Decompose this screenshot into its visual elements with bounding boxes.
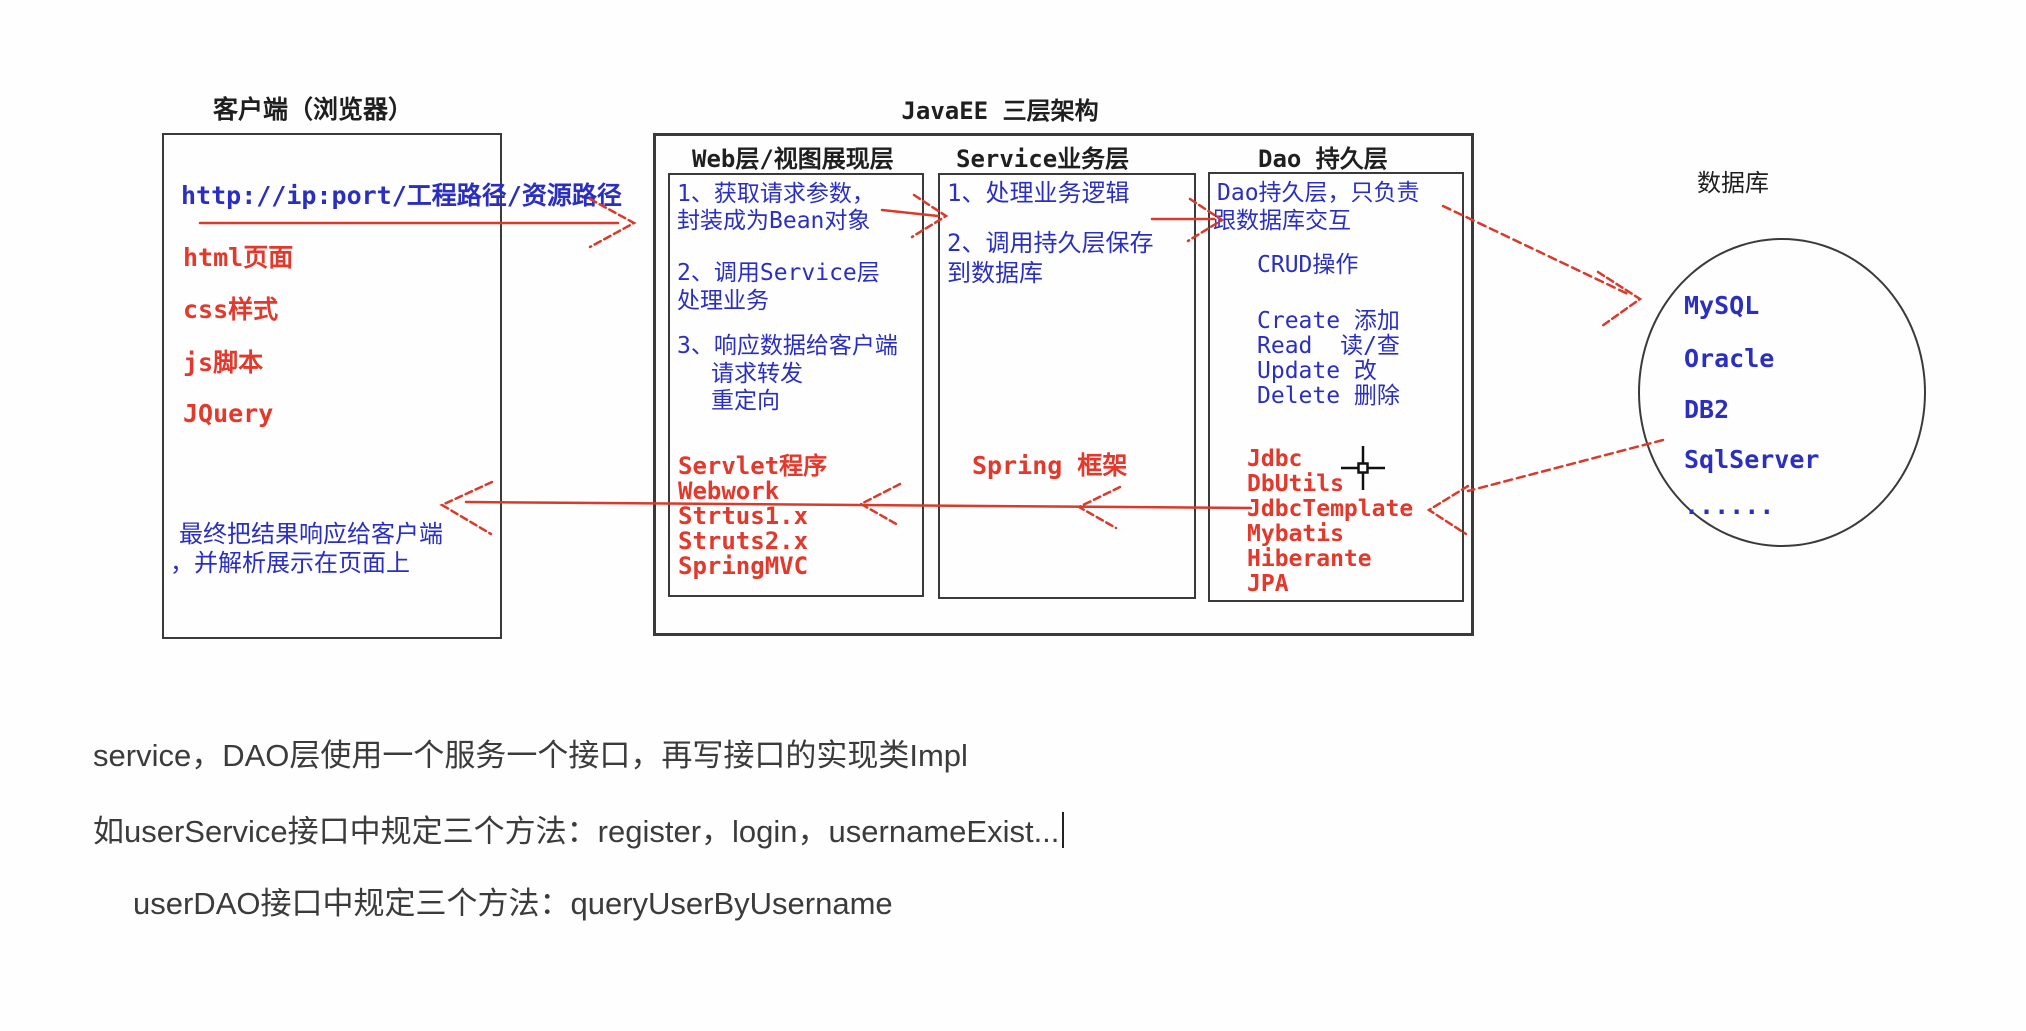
client-tech-html: html页面 — [183, 243, 294, 272]
dao-line: Dao持久层，只负责 — [1217, 180, 1420, 206]
dao-tech: DbUtils — [1247, 471, 1344, 497]
dao-tech: JPA — [1247, 571, 1289, 597]
web-line: 请求转发 — [711, 361, 803, 387]
dao-tech: JdbcTemplate — [1247, 496, 1414, 522]
database-item: MySQL — [1684, 291, 1760, 320]
service-line: 2、调用持久层保存 — [947, 229, 1154, 257]
database-item: ...... — [1684, 491, 1775, 520]
dao-tech: Mybatis — [1247, 521, 1344, 547]
dao-tech: Hiberante — [1247, 546, 1372, 572]
dao-line: CRUD操作 — [1257, 252, 1359, 278]
web-line: 3、响应数据给客户端 — [677, 333, 898, 359]
web-line: 处理业务 — [677, 288, 769, 314]
service-layer-header: Service业务层 — [956, 145, 1130, 173]
dao-line: Create 添加 — [1257, 308, 1400, 334]
database-label: 数据库 — [1697, 169, 1769, 197]
web-framework: Servlet程序 — [678, 452, 828, 480]
web-framework: SpringMVC — [678, 552, 809, 580]
javaee-title: JavaEE 三层架构 — [901, 97, 1099, 125]
database-item: SqlServer — [1684, 445, 1820, 474]
client-footer-line2: ，并解析展示在页面上 — [170, 549, 410, 577]
client-box — [162, 133, 502, 639]
service-layer-box — [938, 173, 1196, 599]
client-tech-jquery: JQuery — [183, 399, 274, 428]
service-framework: Spring 框架 — [972, 451, 1128, 480]
dao-layer-box — [1208, 172, 1464, 602]
client-title: 客户端（浏览器） — [213, 95, 414, 124]
web-framework: Webwork — [678, 477, 780, 505]
text-caret — [1062, 812, 1065, 848]
database-item: DB2 — [1684, 395, 1730, 424]
dao-line: 跟数据库交互 — [1213, 208, 1351, 234]
note-line-2-text: 如userService接口中规定三个方法：register，login，use… — [93, 814, 1060, 849]
web-layer-header: Web层/视图展现层 — [692, 145, 894, 173]
web-layer-box — [668, 173, 924, 597]
database-ellipse — [1638, 238, 1926, 547]
dao-line: Read 读/查 — [1257, 333, 1400, 359]
service-line: 到数据库 — [947, 259, 1043, 287]
dao-line: Update 改 — [1257, 358, 1377, 384]
service-line: 1、处理业务逻辑 — [947, 179, 1130, 207]
dao-line: Delete 删除 — [1257, 383, 1400, 409]
note-line-1[interactable]: service，DAO层使用一个服务一个接口，再写接口的实现类Impl — [93, 738, 968, 773]
web-line: 2、调用Service层 — [677, 260, 880, 286]
client-tech-css: css样式 — [183, 295, 279, 324]
javaee-outer-box — [653, 133, 1474, 636]
client-tech-js: js脚本 — [183, 348, 264, 377]
note-line-2[interactable]: 如userService接口中规定三个方法：register，login，use… — [93, 812, 1065, 850]
web-line: 重定向 — [711, 388, 780, 414]
web-line: 1、获取请求参数， — [677, 181, 875, 207]
note-line-3[interactable]: userDAO接口中规定三个方法：queryUserByUsername — [133, 886, 893, 921]
web-line: 封装成为Bean对象 — [677, 208, 871, 234]
database-item: Oracle — [1684, 344, 1775, 373]
web-framework: Struts2.x — [678, 527, 809, 555]
dao-layer-header: Dao 持久层 — [1258, 145, 1388, 173]
dao-tech: Jdbc — [1247, 446, 1303, 472]
client-footer-line1: 最终把结果响应给客户端 — [179, 520, 443, 548]
client-url: http://ip:port/工程路径/资源路径 — [181, 181, 622, 210]
